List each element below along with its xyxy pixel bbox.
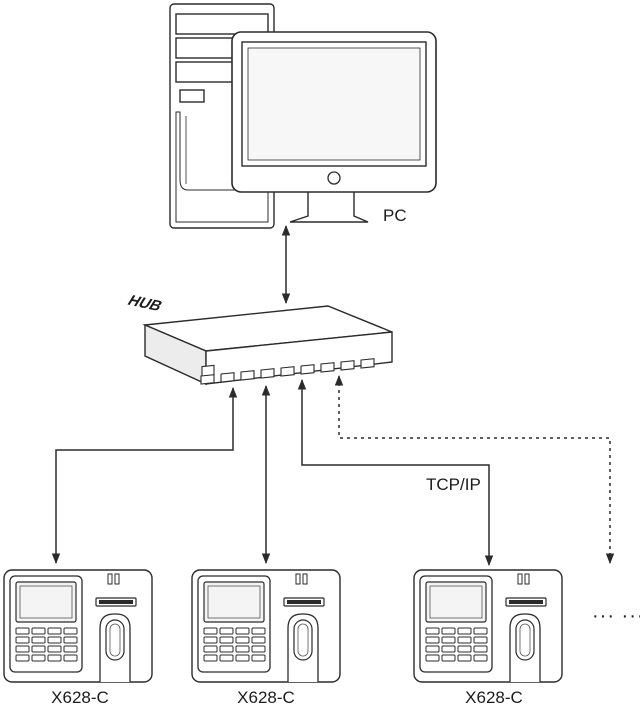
pc-label: PC [383,206,407,225]
device-label: X628-C [465,688,523,707]
hub-device-3-connector [297,378,494,567]
fingerprint-time-attendance-terminal-icon [191,569,341,683]
device-label: X628-C [51,688,109,707]
monitor-icon [231,31,437,223]
device-label: X628-C [237,688,295,707]
network-hub-icon [142,305,393,386]
hub-more-devices-connector [334,374,615,565]
fingerprint-time-attendance-terminal-icon [3,569,153,683]
hub-device-1-connector [51,386,238,565]
fingerprint-time-attendance-terminal-icon [413,569,563,683]
hub-label: HUB [124,293,165,315]
protocol-label: TCP/IP [426,475,481,494]
more-devices-ellipsis: ··· ··· [592,605,640,627]
